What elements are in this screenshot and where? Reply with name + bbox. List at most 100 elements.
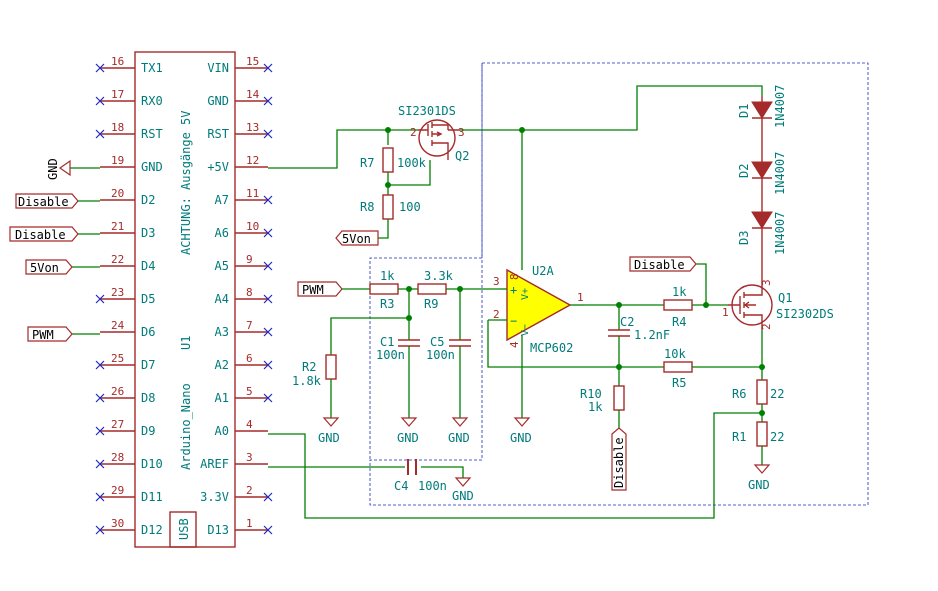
u1-right-pin: 15 VIN bbox=[207, 55, 273, 75]
q1-value: SI2302DS bbox=[776, 307, 834, 321]
r10-value: 1k bbox=[588, 400, 603, 414]
r7-ref: R7 bbox=[360, 156, 374, 170]
u2-pin3: 3 bbox=[493, 275, 500, 288]
u1-pin-number: 20 bbox=[111, 187, 124, 200]
disable-d3-label: Disable bbox=[15, 228, 66, 242]
disable-q1-label: Disable bbox=[634, 258, 685, 272]
u1-pin-label: GND bbox=[207, 94, 229, 108]
u2-pin2: 2 bbox=[493, 308, 500, 321]
u1-pin-label: AREF bbox=[200, 457, 229, 471]
u1-pin-number: 15 bbox=[246, 55, 259, 68]
gnd-symbol-c4: GND bbox=[452, 477, 474, 503]
u1-pin-label: A5 bbox=[215, 259, 229, 273]
u1-pin-label: VIN bbox=[207, 61, 229, 75]
u1-pin-number: 8 bbox=[246, 286, 253, 299]
u1-pin-number: 19 bbox=[111, 154, 124, 167]
u2-plus: + bbox=[510, 283, 517, 297]
u1-pin-number: 2 bbox=[246, 484, 253, 497]
arduino-nano-u1: USB ACHTUNG: Ausgänge 5V Arduino_Nano U1… bbox=[95, 51, 273, 548]
u2-minus: − bbox=[510, 314, 517, 328]
u1-note: ACHTUNG: Ausgänge 5V bbox=[179, 111, 193, 256]
u2-pin4: 4 bbox=[508, 341, 521, 348]
u1-right-pin: 9 A5 bbox=[215, 253, 273, 273]
u1-pin-number: 26 bbox=[111, 385, 124, 398]
q2-ref: Q2 bbox=[455, 149, 469, 163]
u1-pin-label: A1 bbox=[215, 391, 229, 405]
u1-pin-number: 14 bbox=[246, 88, 260, 101]
fivevon-flag-r8: 5Von bbox=[335, 230, 379, 246]
r10-resistor: R10 1k bbox=[580, 385, 625, 428]
u2-value: MCP602 bbox=[530, 341, 573, 355]
u1-pin-label: A6 bbox=[215, 226, 229, 240]
d2-value: 1N4007 bbox=[773, 152, 787, 195]
u1-pin-number: 7 bbox=[246, 319, 253, 332]
gnd-symbol-c1: GND bbox=[397, 417, 419, 445]
d1-ref: D1 bbox=[737, 104, 751, 118]
c2-capacitor: C2 1.2nF bbox=[608, 305, 670, 386]
u1-pin-number: 11 bbox=[246, 187, 259, 200]
wire-5v bbox=[268, 129, 418, 169]
q2-mosfet: 2 3 SI2301DS Q2 bbox=[385, 104, 469, 163]
u1-right-pin: 4A0 bbox=[215, 418, 268, 438]
u1-pin-number: 24 bbox=[111, 319, 125, 332]
d3-ref: D3 bbox=[737, 231, 751, 245]
c2-value: 1.2nF bbox=[634, 328, 670, 342]
r8-value: 100 bbox=[399, 200, 421, 214]
u1-pin-number: 9 bbox=[246, 253, 253, 266]
u1-right-pin: 6A2 bbox=[215, 352, 273, 372]
u1-pin-number: 25 bbox=[111, 352, 124, 365]
u1-right-pin: 14 GND bbox=[207, 88, 273, 108]
d1-value: 1N4007 bbox=[773, 85, 787, 128]
r7-resistor: R7 100k bbox=[360, 130, 431, 188]
fivevon-d4-label: 5Von bbox=[30, 261, 59, 275]
q1-pin3: 3 bbox=[760, 279, 773, 286]
fivevon-flag-d4: 5Von bbox=[25, 259, 100, 275]
u1-pin-label: D11 bbox=[141, 490, 163, 504]
u1-pin-label: D13 bbox=[207, 523, 229, 537]
c2-ref: C2 bbox=[620, 315, 634, 329]
usb-box bbox=[169, 511, 197, 548]
u1-pin-label: D10 bbox=[141, 457, 163, 471]
c4-value: 100n bbox=[418, 479, 447, 493]
u1-pin-number: 18 bbox=[111, 121, 124, 134]
r5-ref: R5 bbox=[672, 376, 686, 390]
r6-ref: R6 bbox=[732, 387, 746, 401]
u1-pin-number: 13 bbox=[246, 121, 259, 134]
d3-value: 1N4007 bbox=[773, 212, 787, 255]
r1-resistor: R1 22 bbox=[732, 421, 784, 465]
u1-pin-number: 27 bbox=[111, 418, 124, 431]
usb-label: USB bbox=[177, 518, 191, 540]
q1-pin1: 1 bbox=[722, 306, 729, 319]
q1-mosfet: 1 2 3 Q1 SI2302DS bbox=[722, 279, 834, 330]
r4-ref: R4 bbox=[672, 315, 686, 329]
c1-capacitor: C1 100n bbox=[376, 335, 420, 418]
r3-ref: R3 bbox=[380, 297, 394, 311]
u1-pin-label: A4 bbox=[215, 292, 229, 306]
dashed-region bbox=[369, 62, 869, 506]
u1-pin-label: D7 bbox=[141, 358, 155, 372]
gnd-r1-label: GND bbox=[748, 478, 770, 492]
u1-pin-label: TX1 bbox=[141, 61, 163, 75]
u2-pin1: 1 bbox=[577, 291, 584, 304]
q1-ref: Q1 bbox=[778, 291, 792, 305]
gnd-symbol-r1: GND bbox=[748, 464, 771, 492]
pwm-flag-d6: PWM bbox=[27, 326, 100, 342]
d2-ref: D2 bbox=[737, 164, 751, 178]
pwm-flag-in: PWM bbox=[297, 281, 343, 297]
